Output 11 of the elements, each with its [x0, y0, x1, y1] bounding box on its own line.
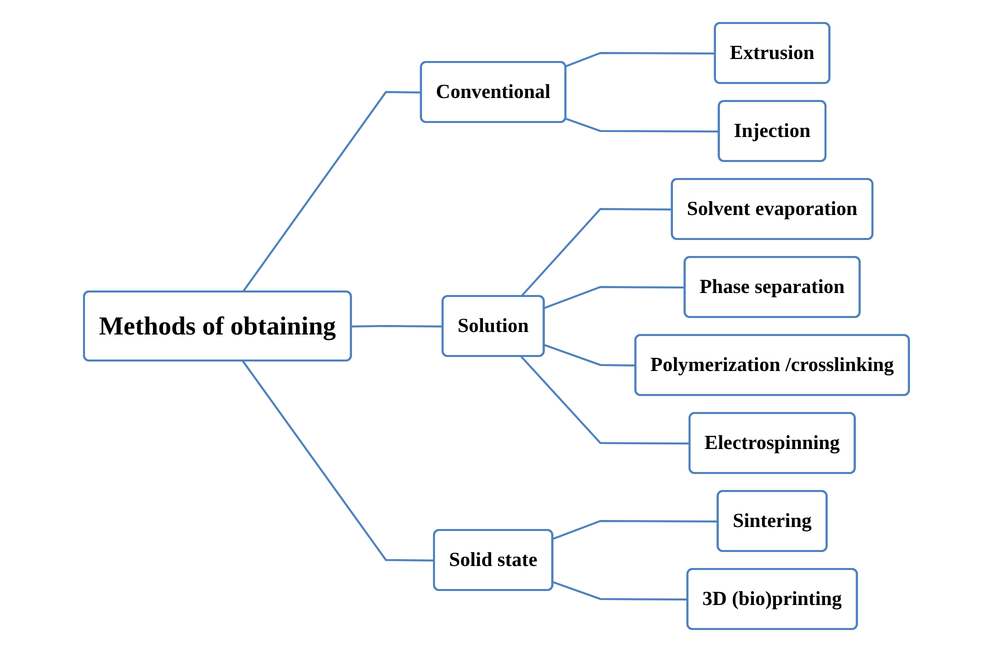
connector — [552, 581, 688, 600]
connector — [520, 356, 690, 444]
connector — [242, 360, 435, 562]
connector — [565, 52, 716, 68]
connector — [565, 118, 720, 132]
connector — [351, 325, 444, 328]
connector — [520, 208, 672, 298]
connector — [552, 520, 718, 540]
connector — [242, 91, 422, 293]
connector — [544, 344, 636, 366]
connector — [544, 286, 686, 310]
